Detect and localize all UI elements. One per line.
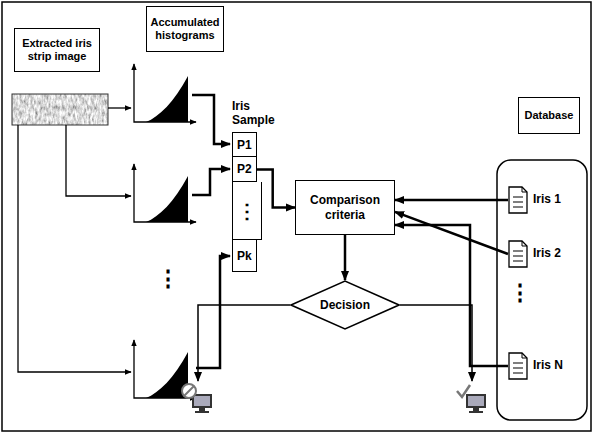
database-record: Iris 2 [508, 240, 570, 268]
label-box: Database [518, 97, 580, 134]
sample-vector: Iris SampleP1P2 ⋮ Pk [226, 100, 286, 274]
ellipsis-mark: ⋮ [157, 268, 179, 290]
vector-cell: P1 [232, 132, 257, 157]
node-text: Iris 2 [533, 247, 561, 260]
vector-cell: P2 [232, 157, 257, 182]
node-text: ⋮ [237, 201, 257, 221]
vector-cell: Pk [232, 240, 257, 272]
record-icon [508, 352, 528, 380]
accept-computer-icon [457, 385, 486, 413]
connector-arrow [395, 225, 508, 366]
ellipsis-mark: ⋮ [509, 282, 531, 304]
node-text: P1 [237, 139, 252, 151]
vector-cell: ⋮ [232, 182, 262, 240]
label-box: Extracted iris strip image [14, 28, 100, 72]
connector-arrow [344, 235, 347, 280]
node-text: Decision [320, 298, 370, 312]
record-icon [508, 186, 528, 214]
node-text: Iris Sample [226, 100, 286, 128]
node-text: Iris 1 [533, 193, 561, 206]
database-record: Iris 1 [508, 186, 570, 214]
decision-diamond: Decision [290, 280, 400, 330]
record-icon [508, 240, 528, 268]
process-box: Comparison criteria [295, 180, 395, 235]
node-text: Comparison criteria [299, 193, 391, 222]
node-text: Extracted iris strip image [18, 37, 96, 63]
node-text: Accumulated histograms [150, 16, 220, 42]
iris-strip-image [12, 94, 108, 125]
reject-computer-icon [182, 384, 212, 413]
histogram-plot [134, 340, 196, 398]
connector-arrow [395, 199, 508, 202]
histogram-plot [134, 164, 196, 222]
database-record: Iris N [508, 352, 570, 380]
node-text: P2 [237, 163, 252, 175]
node-text: Iris N [533, 359, 563, 372]
histogram-plot [134, 64, 196, 122]
connector-arrow [395, 212, 508, 254]
label-box: Accumulated histograms [146, 6, 224, 52]
connector-arrow [257, 170, 295, 208]
database-container [497, 160, 587, 420]
node-text: Database [525, 109, 574, 122]
node-text: Pk [237, 250, 252, 262]
strip-wires [18, 108, 131, 372]
